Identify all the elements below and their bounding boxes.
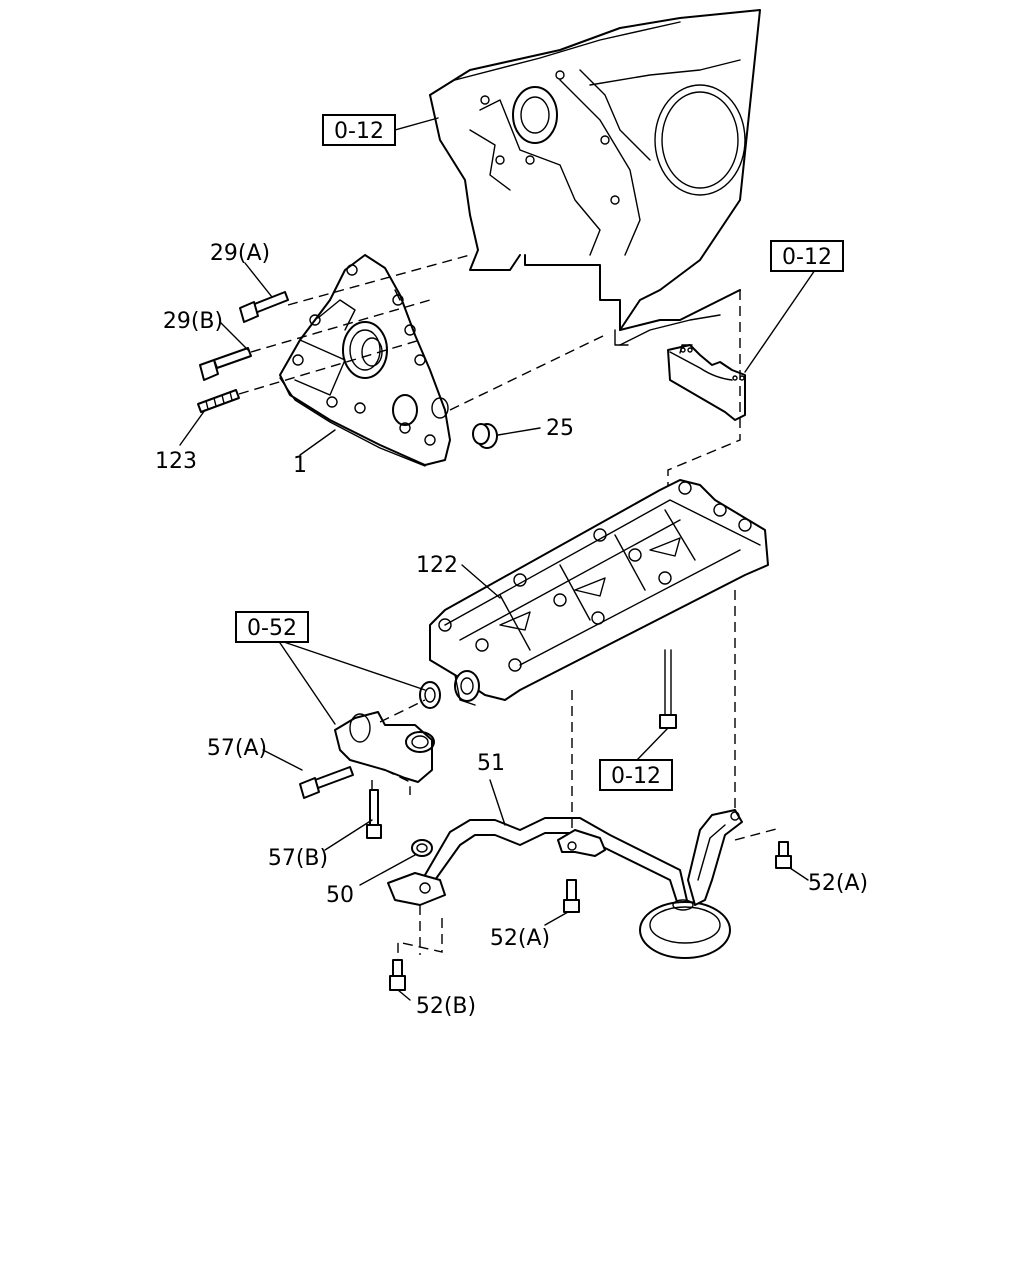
- bolt-29a: [239, 291, 289, 323]
- gasket-50: [411, 839, 433, 857]
- stud-123: [197, 389, 240, 413]
- svg-text:0-12: 0-12: [782, 245, 832, 270]
- label-57a: 57(A): [207, 736, 267, 761]
- bolt-52b: [389, 959, 406, 991]
- pipe-connector: [334, 711, 435, 783]
- bolt-52a-right: [775, 841, 792, 869]
- oil-pump: [279, 254, 451, 467]
- o-ring-52: [419, 681, 441, 709]
- baffle-plate: [429, 479, 769, 706]
- ref-box-bottom: 0-12: [599, 759, 673, 791]
- label-57b: 57(B): [268, 846, 328, 871]
- label-1: 1: [293, 453, 307, 478]
- svg-text:0-52: 0-52: [247, 616, 297, 641]
- plug-25: [472, 423, 498, 449]
- bolt-57b: [366, 789, 382, 839]
- label-52a-right: 52(A): [808, 871, 868, 896]
- label-52a-center: 52(A): [490, 926, 550, 951]
- bolt-29b: [199, 347, 252, 381]
- label-51: 51: [477, 751, 505, 776]
- bearing-cap: [667, 344, 746, 421]
- label-50: 50: [326, 883, 354, 908]
- label-52b: 52(B): [416, 994, 476, 1019]
- svg-text:0-12: 0-12: [334, 119, 384, 144]
- label-25: 25: [546, 416, 574, 441]
- baffle-bolt: [659, 649, 677, 729]
- label-29b: 29(B): [163, 309, 223, 334]
- bolt-57a: [299, 766, 354, 799]
- label-122: 122: [416, 553, 458, 578]
- svg-text:0-12: 0-12: [611, 764, 661, 789]
- oil-strainer: [387, 809, 743, 959]
- ref-box-right: 0-12: [770, 240, 844, 272]
- bolt-52a-center: [563, 879, 580, 913]
- label-123: 123: [155, 449, 197, 474]
- ref-box-top: 0-12: [322, 114, 396, 146]
- label-29a: 29(A): [210, 241, 270, 266]
- engine-block: [429, 9, 761, 346]
- ref-box-strainer: 0-52: [235, 611, 309, 643]
